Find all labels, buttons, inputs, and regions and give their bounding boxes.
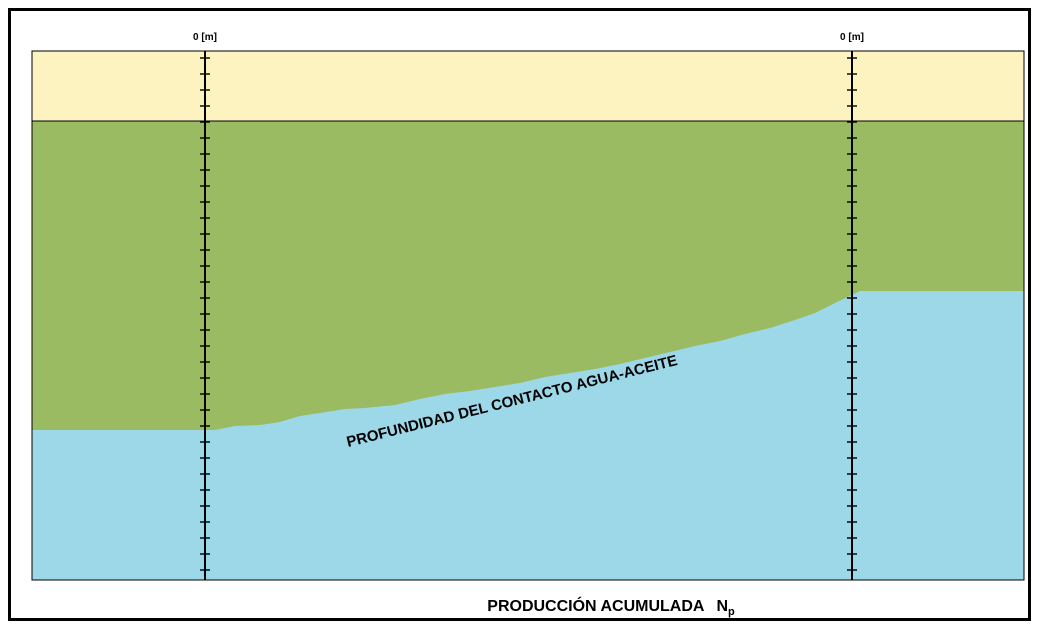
water-zone (32, 291, 1024, 580)
well-right-label: 0 [m] (840, 32, 864, 43)
zones-outline (31, 50, 1025, 581)
x-axis-title-text: PRODUCCIÓN ACUMULADA (487, 596, 705, 615)
x-axis-title: PRODUCCIÓN ACUMULADA Np (487, 596, 735, 618)
well-left-label: 0 [m] (193, 32, 217, 43)
well-right (847, 51, 857, 580)
upper-zone (31, 50, 1025, 122)
well-left (200, 51, 210, 580)
x-axis-subscript: p (728, 606, 735, 618)
x-axis-symbol: N (716, 598, 728, 615)
